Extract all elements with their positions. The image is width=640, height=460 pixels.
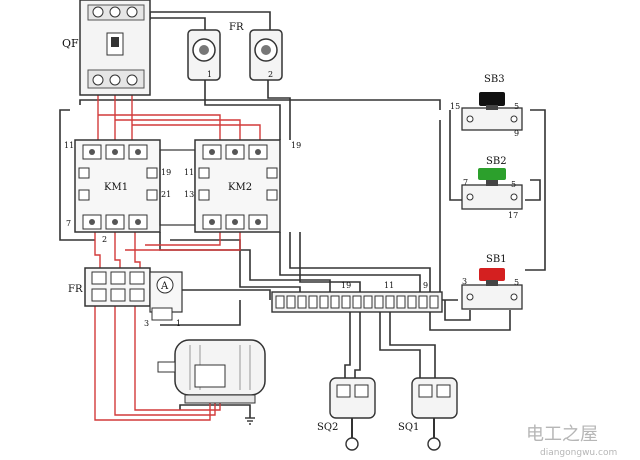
km2-label: KM2 bbox=[228, 182, 252, 193]
sb2-label: SB2 bbox=[486, 156, 507, 167]
km1-contactor bbox=[74, 139, 161, 233]
control-wires bbox=[59, 11, 546, 418]
km1-t19: 19 bbox=[161, 168, 171, 177]
sb2-t5: 5 bbox=[511, 180, 516, 189]
fr-thermal-relay bbox=[84, 267, 151, 307]
sq1-label: SQ1 bbox=[398, 422, 419, 433]
motor bbox=[157, 339, 266, 404]
km1-t21: 21 bbox=[161, 190, 171, 199]
fuse2-terminal: 2 bbox=[268, 70, 273, 79]
km2-t19: 19 bbox=[291, 141, 301, 150]
strip-t11: 11 bbox=[384, 281, 394, 290]
sb3-button bbox=[461, 92, 523, 131]
km1-t2: 2 bbox=[102, 235, 107, 244]
fr-left-label: FR bbox=[68, 284, 83, 295]
fr-t3: 3 bbox=[144, 319, 149, 328]
strip-t19: 19 bbox=[341, 281, 351, 290]
watermark-url: diangongwu.com bbox=[540, 448, 617, 458]
sb3-t9: 9 bbox=[514, 129, 519, 138]
watermark-cn: 电工之屋 bbox=[526, 424, 598, 445]
km2-t13: 13 bbox=[184, 190, 194, 199]
terminal-strip bbox=[271, 291, 443, 313]
km1-t7: 7 bbox=[66, 219, 71, 228]
strip-t9: 9 bbox=[423, 281, 428, 290]
fr-top-label: FR bbox=[229, 22, 244, 33]
interlock-link bbox=[159, 149, 196, 226]
sb2-t7: 7 bbox=[463, 178, 468, 187]
sb3-t5: 5 bbox=[514, 102, 519, 111]
km2-contactor bbox=[194, 139, 281, 233]
fr-t1: 1 bbox=[176, 319, 181, 328]
km1-t11: 11 bbox=[64, 141, 74, 150]
fuse1-terminal: 1 bbox=[207, 70, 212, 79]
sb2-t17: 17 bbox=[508, 211, 518, 220]
sb1-t5: 5 bbox=[514, 278, 519, 287]
ground-symbol bbox=[245, 417, 255, 425]
fr-aux-contact bbox=[151, 307, 173, 321]
sb1-button bbox=[461, 268, 523, 310]
sq1-limit-switch bbox=[411, 377, 458, 451]
km1-label: KM1 bbox=[104, 182, 128, 193]
sb1-label: SB1 bbox=[486, 254, 507, 265]
watermark: 电工之屋 diangongwu.com bbox=[526, 424, 617, 458]
ammeter bbox=[149, 271, 183, 313]
ammeter-label: A bbox=[160, 281, 169, 292]
sb3-label: SB3 bbox=[484, 74, 505, 85]
qf-label: QF bbox=[62, 37, 79, 50]
sb2-button bbox=[461, 168, 523, 210]
sq2-label: SQ2 bbox=[317, 422, 338, 433]
km2-t11: 11 bbox=[184, 168, 194, 177]
fuse-2 bbox=[249, 29, 283, 81]
sb3-t15: 15 bbox=[450, 102, 460, 111]
qf-breaker bbox=[79, 0, 151, 96]
fuse-1 bbox=[187, 29, 221, 81]
sb1-t3: 3 bbox=[462, 277, 467, 286]
sq2-limit-switch bbox=[329, 377, 376, 451]
